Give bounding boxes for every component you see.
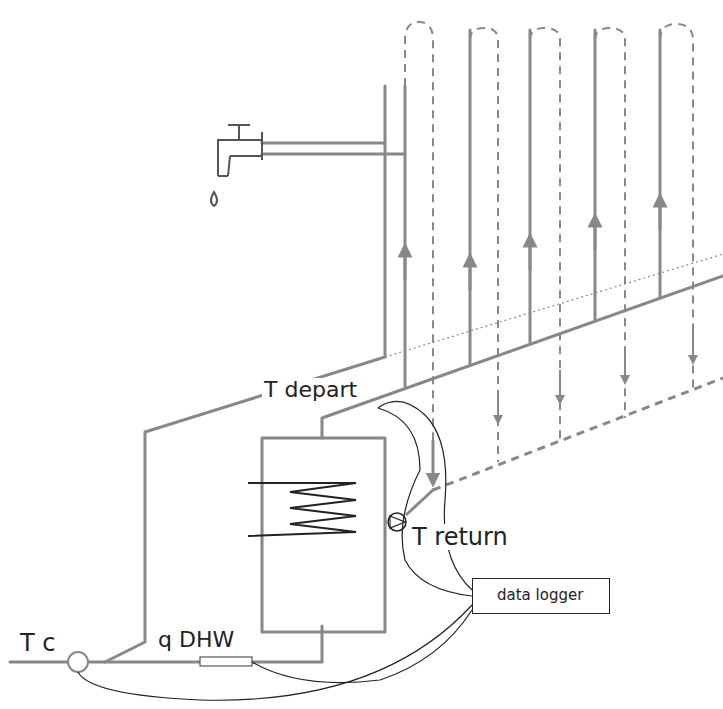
temperature-sensor [68,652,88,672]
sensor-wires [78,401,472,700]
hot-supply-pipe [322,276,723,438]
logger-box: data logger [472,578,610,614]
hot-riser [404,86,407,386]
heating-coil [248,483,356,536]
cold-riser [105,86,385,662]
cold-pipe [10,661,68,664]
sensor-label: T c [18,630,57,656]
flow-meter [200,657,252,666]
sensor-label: q DHW [156,628,236,652]
sensor-label: T return [410,524,510,550]
sensor-label: T depart [262,378,359,402]
faucet [211,125,262,206]
return-pipes [405,22,723,490]
box-label: data logger [497,587,609,604]
faucet-pipe [262,143,405,154]
